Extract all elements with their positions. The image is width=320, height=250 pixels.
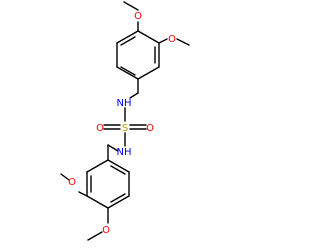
oxygen-atom-top-right-methoxy: O: [168, 34, 176, 45]
bottom-methoxy-groups: [60, 173, 109, 241]
top-methoxy-groups: [123, 1, 190, 46]
oxygen-atom-sulfonyl-left: O: [96, 123, 104, 134]
molecule-drawing: O O NH O S O NH O O: [60, 1, 190, 241]
oxygen-atom-bottom-upper-methoxy: O: [68, 177, 76, 188]
top-methylene-linker: [129, 78, 139, 99]
molecule-structure: O O NH O S O NH O O: [60, 1, 190, 241]
sulfamide-core: [103, 107, 147, 147]
oxygen-atom-bottom-lower-methoxy: O: [102, 225, 110, 236]
bottom-methylene-linker: [107, 144, 119, 161]
nitrogen-atom-bottom: NH: [117, 147, 132, 158]
sulfur-atom: S: [122, 123, 128, 134]
oxygen-atom-sulfonyl-right: O: [146, 123, 154, 134]
bottom-aromatic-ring: [86, 159, 130, 209]
nitrogen-atom-top: NH: [117, 98, 132, 109]
top-aromatic-ring: [116, 30, 160, 80]
oxygen-atom-top-methoxy: O: [134, 11, 142, 22]
